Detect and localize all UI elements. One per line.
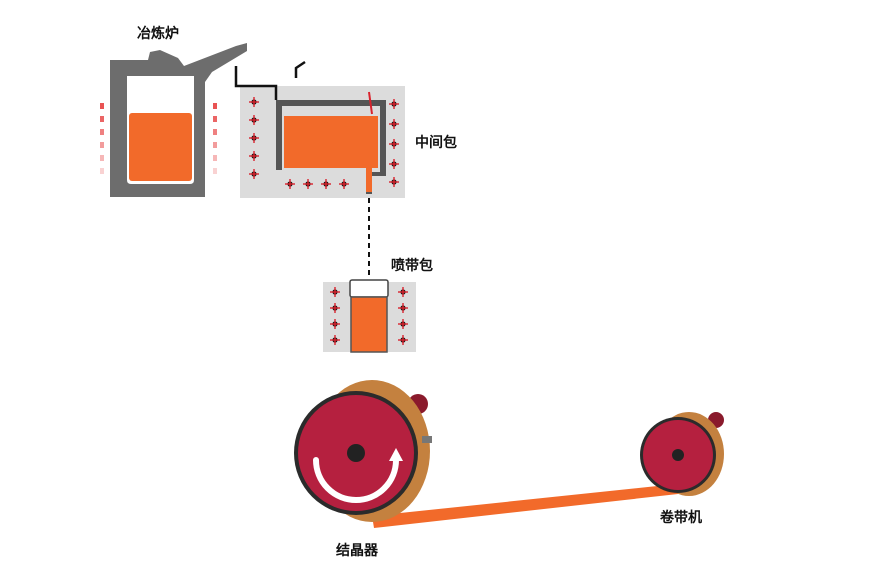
furnace-molten-metal — [129, 113, 192, 181]
smelting-furnace: 冶炼炉 — [100, 25, 247, 197]
crystallizer-hub — [347, 444, 365, 462]
heat-glow-right — [213, 103, 217, 174]
tundish-label: 中间包 — [415, 134, 457, 151]
rotation-arrowhead — [389, 448, 403, 461]
coiler-hub — [672, 449, 684, 461]
tundish: 中间包 — [234, 60, 457, 198]
furnace-label: 冶炼炉 — [137, 25, 179, 42]
nozzle-ladle: 喷带包 — [323, 257, 433, 353]
nozzle-ladle-body — [350, 296, 388, 353]
nozzle-ladle-label: 喷带包 — [391, 257, 433, 274]
metal-strip — [372, 484, 678, 528]
tundish-molten-metal — [284, 116, 378, 168]
tundish-nozzle — [366, 168, 372, 192]
rotation-arrow-icon — [313, 457, 399, 503]
crystallizer-wheel: 结晶器 — [294, 380, 432, 559]
crystallizer-side-bracket — [422, 436, 432, 443]
nozzle-ladle-cap — [349, 279, 389, 298]
heat-glow-left — [100, 103, 104, 174]
tundish-level-marker — [368, 91, 373, 115]
crystallizer-label: 结晶器 — [336, 542, 379, 559]
coiler-wheel: 卷带机 — [640, 412, 724, 526]
coiler-label: 卷带机 — [659, 509, 702, 526]
pour-stream — [234, 66, 278, 100]
stopper-rod — [294, 60, 306, 78]
